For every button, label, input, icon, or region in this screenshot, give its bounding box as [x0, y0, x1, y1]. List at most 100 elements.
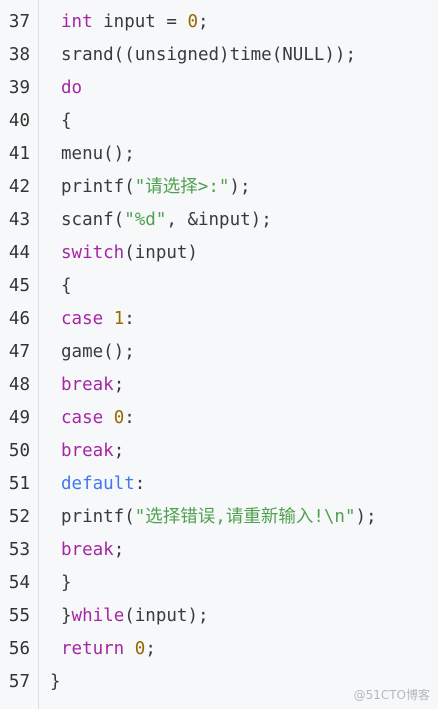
code-token: break: [61, 441, 114, 461]
code-text: printf("选择错误,请重新输入!\n");: [61, 501, 377, 534]
code-token: int: [61, 12, 93, 32]
line-number: 39: [8, 78, 30, 98]
code-token: ;: [113, 540, 125, 560]
code-text: case 1:: [61, 303, 135, 336]
line-number: 57: [8, 672, 30, 692]
code-token: while: [71, 606, 125, 626]
line-number: 48: [8, 375, 30, 395]
code-text: break;: [61, 369, 124, 402]
line-number: 52: [8, 507, 30, 527]
code-text: game();: [61, 336, 135, 369]
code-text: }: [50, 666, 61, 699]
code-token: return: [61, 639, 125, 659]
code-token: );: [229, 177, 251, 197]
code-line: 41 menu();: [0, 138, 438, 171]
line-number: 53: [8, 540, 30, 560]
line-number: 56: [8, 639, 30, 659]
code-token: [124, 639, 135, 659]
code-line: 43 scanf("%d", &input);: [0, 204, 438, 237]
code-token: "%d": [124, 210, 167, 230]
code-token: default: [61, 474, 135, 494]
code-token: [103, 408, 114, 428]
code-token: srand((unsigned)time(NULL));: [61, 45, 357, 65]
code-text: int input = 0;: [61, 6, 209, 39]
code-token: :: [124, 309, 135, 329]
watermark: @51CTO博客: [353, 688, 430, 702]
code-text: default:: [61, 468, 145, 501]
code-line: 54}: [0, 567, 438, 600]
code-token: ;: [197, 12, 209, 32]
line-number: 50: [8, 441, 30, 461]
code-line: 55}while(input);: [0, 600, 438, 633]
code-line: 53 break;: [0, 534, 438, 567]
line-number: 44: [8, 243, 30, 263]
code-line: 45 {: [0, 270, 438, 303]
line-number: 51: [8, 474, 30, 494]
line-number: 37: [8, 12, 30, 32]
code-line: 48 break;: [0, 369, 438, 402]
code-line: 52 printf("选择错误,请重新输入!\n");: [0, 501, 438, 534]
code-token: (input): [124, 243, 198, 263]
code-token: 1: [113, 309, 125, 329]
code-token: {: [61, 276, 72, 296]
code-token: printf(: [61, 507, 135, 527]
code-token: scanf(: [61, 210, 125, 230]
code-token: }: [61, 606, 72, 626]
code-token: break: [61, 375, 114, 395]
code-token: , &input);: [166, 210, 272, 230]
code-line: 57}: [0, 666, 438, 699]
code-token: 0: [113, 408, 125, 428]
code-text: {: [61, 270, 72, 303]
code-token: case: [61, 408, 104, 428]
line-number: 54: [8, 573, 30, 593]
code-token: menu();: [61, 144, 135, 164]
code-token: case: [61, 309, 104, 329]
code-token: ;: [145, 639, 156, 659]
line-number: 55: [8, 606, 30, 626]
code-token: :: [134, 474, 146, 494]
code-line: 42 printf("请选择>:");: [0, 171, 438, 204]
code-text: switch(input): [61, 237, 198, 270]
code-token: );: [355, 507, 377, 527]
code-token: switch: [61, 243, 125, 263]
code-token: break: [61, 540, 114, 560]
code-line: 39 do: [0, 72, 438, 105]
code-token: :: [124, 408, 135, 428]
code-text: break;: [61, 534, 124, 567]
line-number: 45: [8, 276, 30, 296]
code-text: return 0;: [61, 633, 156, 666]
code-text: }while(input);: [61, 600, 209, 633]
code-line: 47 game();: [0, 336, 438, 369]
code-text: case 0:: [61, 402, 135, 435]
code-token: (input);: [124, 606, 209, 626]
code-line: 37 int input = 0;: [0, 6, 438, 39]
code-line: 50 break;: [0, 435, 438, 468]
code-token: [103, 309, 114, 329]
code-text: do: [61, 72, 82, 105]
code-token: 0: [134, 639, 146, 659]
code-line: 44 switch(input): [0, 237, 438, 270]
code-text: srand((unsigned)time(NULL));: [61, 39, 356, 72]
code-token: ;: [113, 375, 125, 395]
code-text: break;: [61, 435, 124, 468]
gutter-divider: [38, 0, 39, 709]
code-line: 56 return 0;: [0, 633, 438, 666]
line-number: 41: [8, 144, 30, 164]
line-number: 49: [8, 408, 30, 428]
code-text: {: [61, 105, 72, 138]
code-token: input =: [92, 12, 188, 32]
code-token: game();: [61, 342, 135, 362]
code-token: }: [61, 573, 72, 593]
line-number: 43: [8, 210, 30, 230]
code-line: 49 case 0:: [0, 402, 438, 435]
code-token: ;: [113, 441, 125, 461]
code-token: "请选择>:": [134, 177, 230, 197]
line-number: 40: [8, 111, 30, 131]
line-number: 42: [8, 177, 30, 197]
line-number: 47: [8, 342, 30, 362]
code-token: printf(: [61, 177, 135, 197]
code-token: do: [61, 78, 83, 98]
code-line: 51 default:: [0, 468, 438, 501]
